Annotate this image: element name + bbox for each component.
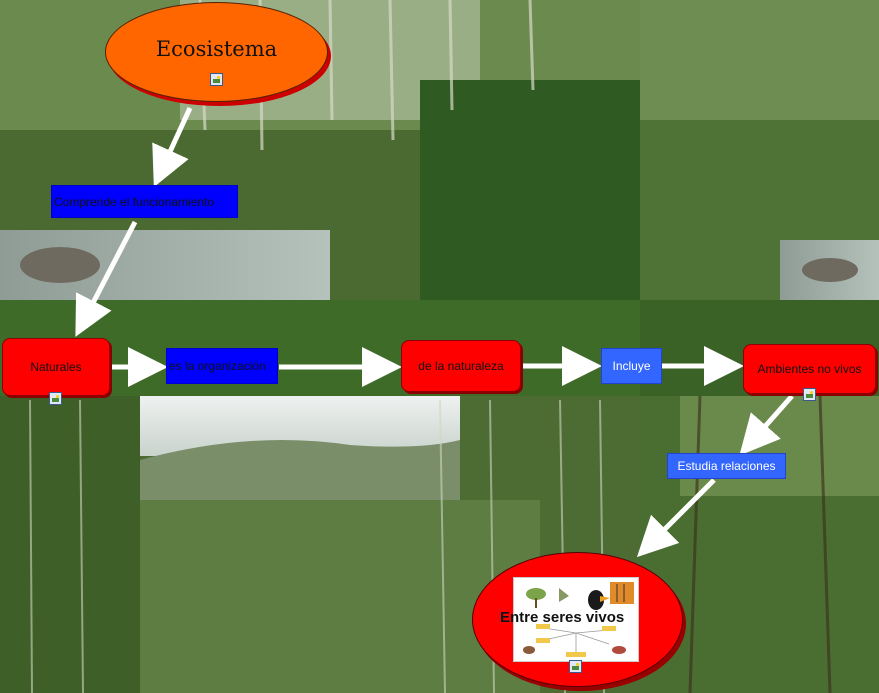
organizacion-label: es la organización — [169, 359, 266, 373]
arrow-estudia-to-seres — [636, 478, 716, 558]
food-web-illustration — [514, 578, 638, 661]
organizacion-node[interactable]: es la organización — [166, 348, 278, 384]
image-icon[interactable] — [49, 392, 62, 405]
image-icon[interactable] — [210, 73, 223, 86]
arrow-ambientes-to-estudia — [739, 394, 794, 456]
comprende-label: Comprende el funcionamiento — [54, 194, 215, 209]
naturaleza-label: de la naturaleza — [418, 359, 504, 373]
ecosistema-label: Ecosistema — [155, 37, 278, 61]
incluye-node[interactable]: Incluye — [601, 348, 662, 384]
food-web-thumbnail — [513, 577, 639, 662]
incluye-label: Incluye — [612, 359, 651, 373]
ambientes-label: Ambientes no vivos — [757, 362, 862, 376]
naturales-label: Naturales — [30, 360, 82, 374]
arrow-comprende-to-naturales — [75, 220, 138, 337]
estudia-label: Estudia relaciones — [677, 459, 776, 473]
image-icon[interactable] — [803, 388, 816, 401]
ecosistema-node[interactable]: Ecosistema — [105, 2, 328, 102]
seres-vivos-label: Entre seres vivos — [500, 609, 625, 626]
naturaleza-node[interactable]: de la naturaleza — [401, 340, 521, 392]
arrow-ecosistema-to-comprende — [152, 106, 193, 188]
naturales-node[interactable]: Naturales — [2, 338, 110, 396]
image-icon[interactable] — [569, 660, 582, 673]
ambientes-node[interactable]: Ambientes no vivos — [743, 344, 876, 394]
estudia-node[interactable]: Estudia relaciones — [667, 453, 786, 479]
comprende-node[interactable]: Comprende el funcionamiento — [51, 185, 238, 218]
